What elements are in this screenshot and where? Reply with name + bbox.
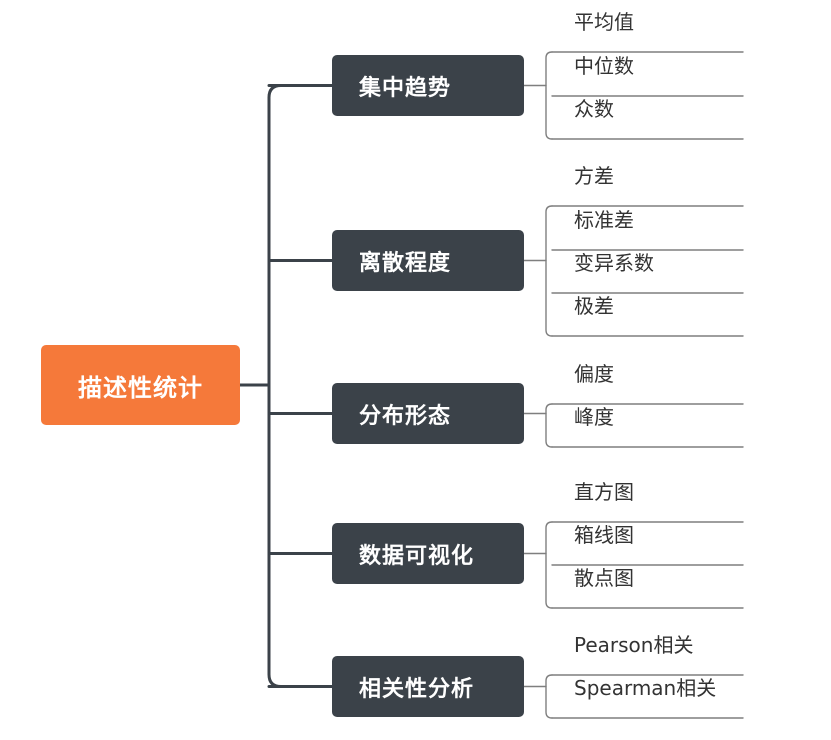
leaf-node[interactable]: 标准差 <box>574 208 634 232</box>
leaf-bracket <box>545 521 553 609</box>
leaf-node[interactable]: 散点图 <box>574 566 634 590</box>
leaf-node[interactable]: 箱线图 <box>574 523 634 547</box>
leaf-node[interactable]: 变异系数 <box>574 251 654 275</box>
branch-node[interactable]: 分布形态 <box>332 383 524 444</box>
leaf-node[interactable]: 偏度 <box>574 362 614 386</box>
trunk-line <box>267 84 283 688</box>
branch-node[interactable]: 相关性分析 <box>332 656 524 717</box>
root-node[interactable]: 描述性统计 <box>41 345 240 425</box>
leaf-node[interactable]: 峰度 <box>574 405 614 429</box>
leaf-node[interactable]: 中位数 <box>574 54 634 78</box>
leaf-bracket <box>545 403 553 448</box>
leaf-node[interactable]: 众数 <box>574 97 614 121</box>
leaf-connectors <box>523 51 744 719</box>
branch-node[interactable]: 集中趋势 <box>332 55 524 116</box>
leaf-bracket <box>545 674 553 719</box>
leaf-node[interactable]: Spearman相关 <box>574 676 717 700</box>
branch-node[interactable]: 离散程度 <box>332 230 524 291</box>
leaf-bracket <box>545 51 553 140</box>
leaf-node[interactable]: Pearson相关 <box>574 633 694 657</box>
branch-node[interactable]: 数据可视化 <box>332 523 524 584</box>
leaf-node[interactable]: 直方图 <box>574 480 634 504</box>
leaf-node[interactable]: 方差 <box>574 164 614 188</box>
leaf-bracket <box>545 205 553 337</box>
leaf-node[interactable]: 极差 <box>574 294 614 318</box>
leaf-node[interactable]: 平均值 <box>574 10 634 34</box>
trunk-connectors <box>238 84 334 688</box>
